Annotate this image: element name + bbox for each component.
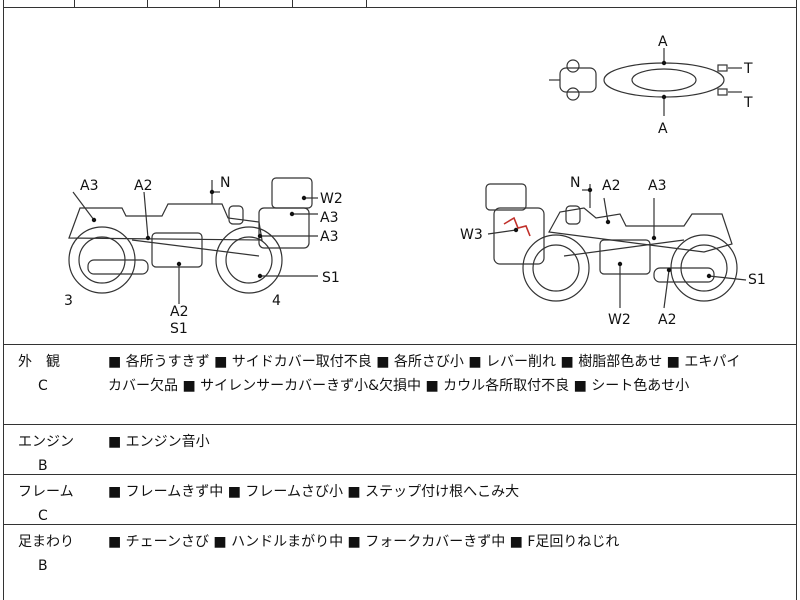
section-label: エンジン (18, 434, 74, 450)
left-label-a3-cowl: A3 (320, 210, 338, 226)
section-grade: B (38, 558, 48, 574)
left-label-a2-engine: A2 (170, 304, 188, 320)
section-frame: フレーム C ■ フレームきず中 ■ フレームさび小 ■ ステップ付け根へこみ大 (4, 474, 796, 524)
right-label-a3: A3 (648, 178, 666, 194)
left-label-n: N (220, 175, 230, 191)
left-label-s1-engine: S1 (170, 321, 188, 337)
section-items-line: ■ フレームきず中 ■ フレームさび小 ■ ステップ付け根へこみ大 (108, 484, 520, 500)
top-label-t1: T (743, 61, 753, 77)
section-items-line: ■ チェーンさび ■ ハンドルまがり中 ■ フォークカバーきず中 ■ F足回りね… (108, 534, 620, 550)
section-items-line: カバー欠品 ■ サイレンサーカバーきず小&欠損中 ■ カウル各所取付不良 ■ シ… (108, 378, 690, 394)
left-side-motorcycle (68, 177, 318, 304)
left-label-a2-side: A2 (134, 178, 152, 194)
left-label-w2: W2 (320, 191, 343, 207)
left-label-s1: S1 (322, 270, 340, 286)
section-label: 外 観 (18, 354, 60, 370)
left-label-3: 3 (64, 293, 73, 309)
dent-damage-mark (503, 216, 531, 237)
right-label-n: N (570, 175, 580, 191)
section-label: フレーム (18, 484, 74, 500)
section-items-line: ■ エンジン音小 (108, 434, 210, 450)
left-label-a3-fork: A3 (320, 229, 338, 245)
right-label-a2-top: A2 (602, 178, 620, 194)
right-label-w3: W3 (460, 227, 483, 243)
right-label-s1: S1 (748, 272, 766, 288)
top-label-a1: A (658, 34, 668, 50)
left-label-4: 4 (272, 293, 281, 309)
damage-diagram: A A T T A3 A2 N W2 A3 A3 S1 A2 S1 3 4 N … (4, 8, 796, 344)
section-label: 足まわり (18, 534, 74, 550)
top-view-motorcycle (549, 48, 742, 116)
inspection-sheet: A A T T A3 A2 N W2 A3 A3 S1 A2 S1 3 4 N … (3, 0, 797, 600)
section-grade: C (38, 508, 48, 524)
section-grade: B (38, 458, 48, 474)
section-grade: C (38, 378, 48, 394)
header-row-fragment (4, 0, 796, 8)
section-engine: エンジン B ■ エンジン音小 (4, 424, 796, 474)
top-label-a2: A (658, 121, 668, 137)
top-label-t2: T (743, 95, 753, 111)
section-exterior: 外 観 C ■ 各所うすきず ■ サイドカバー取付不良 ■ 各所さび小 ■ レバ… (4, 344, 796, 424)
left-label-a3-tank: A3 (80, 178, 98, 194)
section-suspension: 足まわり B ■ チェーンさび ■ ハンドルまがり中 ■ フォークカバーきず中 … (4, 524, 796, 600)
right-side-motorcycle (485, 183, 747, 309)
right-label-w2: W2 (608, 312, 631, 328)
motorcycle-diagram: A A T T A3 A2 N W2 A3 A3 S1 A2 S1 3 4 N … (64, 34, 766, 337)
right-label-a2-bottom: A2 (658, 312, 676, 328)
section-items-line: ■ 各所うすきず ■ サイドカバー取付不良 ■ 各所さび小 ■ レバー削れ ■ … (108, 354, 741, 370)
